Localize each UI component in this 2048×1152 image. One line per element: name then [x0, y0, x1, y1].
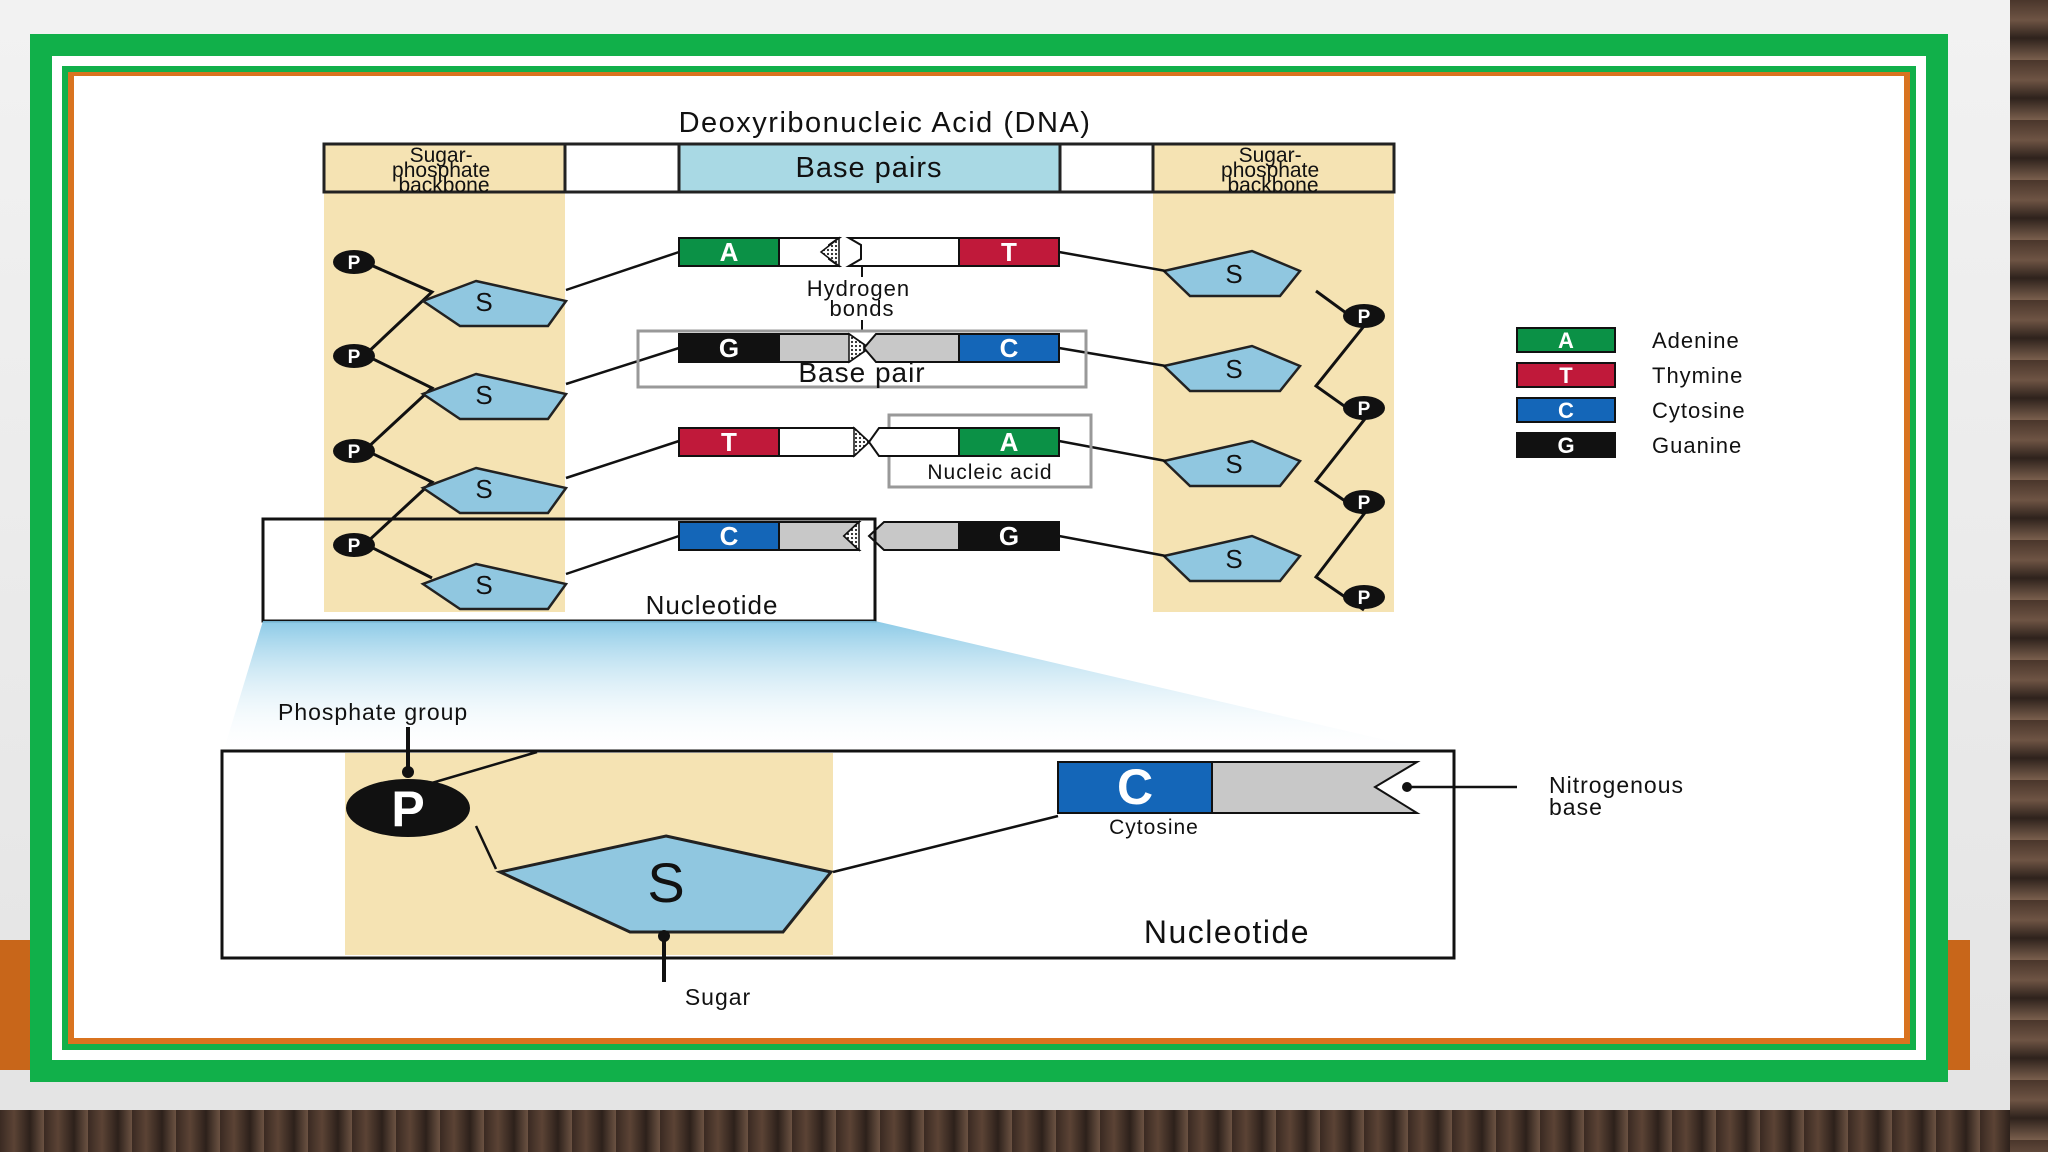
svg-text:S: S: [1225, 354, 1242, 384]
dna-diagram: Deoxyribonucleic Acid (DNA) Sugar- phosp…: [220, 107, 1746, 1010]
detail-base: C Cytosine: [1057, 759, 1421, 839]
right-sugar-1: S: [1161, 249, 1303, 298]
base-pair-label: Base pair: [798, 357, 925, 388]
svg-text:S: S: [475, 570, 492, 600]
sugar-label: Sugar: [685, 984, 751, 1010]
left-phosphate-3: P: [333, 439, 375, 463]
svg-text:C: C: [720, 521, 739, 551]
base-pair-1: A T: [565, 236, 1167, 292]
base-a-3: [958, 427, 1060, 457]
svg-text:A: A: [1558, 328, 1574, 353]
hydrogen-bonds-callout: Hydrogen bonds: [807, 266, 918, 332]
base-pair-box: [636, 329, 1088, 389]
right-phosphate-2: P: [1343, 396, 1385, 420]
right-phosphate-4: P: [1343, 585, 1385, 609]
right-sugar-3: S: [1161, 439, 1303, 488]
dna-figure-panel: Deoxyribonucleic Acid (DNA) Sugar- phosp…: [74, 76, 1904, 1038]
legend-item-cytosine: C Cytosine: [1516, 397, 1746, 423]
svg-text:C: C: [1558, 398, 1574, 423]
base-t-1: [958, 237, 1060, 267]
svg-text:Hydrogen bonds: Hydrogen bonds: [807, 276, 918, 321]
nucleic-acid-label: Nucleic acid: [927, 461, 1052, 484]
figure-title: Deoxyribonucleic Acid (DNA): [679, 107, 1092, 139]
svg-text:P: P: [1358, 307, 1371, 328]
svg-text:S: S: [647, 851, 684, 914]
left-phosphate-2: P: [333, 344, 375, 368]
svg-text:S: S: [1225, 259, 1242, 289]
left-strand: [362, 260, 435, 580]
left-sugar-3: S: [420, 466, 569, 515]
legend-item-thymine: T Thymine: [1516, 362, 1743, 388]
svg-text:Adenine: Adenine: [1652, 328, 1740, 353]
svg-text:P: P: [348, 253, 361, 274]
detail-sugar: S: [495, 834, 834, 934]
base-t-3: [678, 427, 780, 457]
left-sugar-4: S: [420, 562, 569, 611]
svg-text:P: P: [348, 442, 361, 463]
svg-text:G: G: [719, 333, 739, 363]
base-g-4: [958, 521, 1060, 551]
svg-text:P: P: [391, 781, 424, 837]
svg-text:T: T: [1559, 363, 1573, 388]
left-phosphate-4: P: [333, 533, 375, 557]
detail-phosphate: P: [346, 779, 470, 837]
detail-nucleotide-label: Nucleotide: [1144, 914, 1310, 950]
right-strand: [1313, 289, 1367, 612]
left-backbone-header: Sugar- phosphate backbone: [392, 144, 496, 197]
left-phosphate-1: P: [333, 250, 375, 274]
right-sugar-4: S: [1161, 534, 1303, 583]
right-sugar-2: S: [1161, 344, 1303, 393]
brick-texture-bottom: [0, 1110, 2048, 1152]
nucleotide-detail: Phosphate group P S Sugar C Cytosine Nit…: [220, 699, 1691, 1010]
svg-text:G: G: [1557, 433, 1574, 458]
svg-text:S: S: [1225, 449, 1242, 479]
svg-text:Thymine: Thymine: [1652, 363, 1743, 388]
zoom-funnel: [222, 621, 1454, 756]
right-header-cell: [1151, 142, 1396, 194]
svg-text:S: S: [475, 474, 492, 504]
base-pairs-header-cell: [677, 142, 1062, 194]
phosphate-group-label: Phosphate group: [278, 699, 468, 725]
svg-text:Cytosine: Cytosine: [1652, 398, 1746, 423]
svg-text:P: P: [1358, 588, 1371, 609]
right-phosphate-3: P: [1343, 490, 1385, 514]
nitrogenous-base-label: Nitrogenous base: [1549, 772, 1691, 820]
brick-texture-right: [2010, 0, 2048, 1152]
svg-text:T: T: [1001, 237, 1017, 267]
left-sugar-2: S: [420, 372, 569, 421]
left-backbone-column: [324, 144, 565, 612]
svg-text:P: P: [1358, 399, 1371, 420]
nucleotide-box-label: Nucleotide: [646, 590, 779, 620]
left-sugar-1: S: [420, 279, 569, 328]
svg-text:Guanine: Guanine: [1652, 433, 1742, 458]
svg-text:C: C: [1000, 333, 1019, 363]
svg-text:S: S: [475, 287, 492, 317]
svg-text:P: P: [348, 536, 361, 557]
svg-text:P: P: [1358, 493, 1371, 514]
svg-text:G: G: [999, 521, 1019, 551]
cytosine-label: Cytosine: [1109, 816, 1199, 839]
svg-text:S: S: [1225, 544, 1242, 574]
base-pair-3: T A Nucleic acid: [565, 413, 1167, 489]
left-header-cell: [322, 142, 567, 194]
base-pair-4: C G Nucleotide: [261, 517, 1167, 623]
base-pairs-header: Base pairs: [795, 152, 942, 184]
right-phosphate-1: P: [1343, 304, 1385, 328]
legend: A Adenine T Thymine C Cytosine G Guanine: [1516, 327, 1746, 458]
legend-item-guanine: G Guanine: [1516, 432, 1742, 458]
svg-text:C: C: [1117, 759, 1153, 815]
base-pair-2: G C Base pair: [565, 329, 1167, 389]
legend-item-adenine: A Adenine: [1516, 327, 1740, 353]
svg-text:A: A: [720, 237, 739, 267]
svg-text:A: A: [1000, 427, 1019, 457]
svg-text:T: T: [721, 427, 737, 457]
svg-text:P: P: [348, 347, 361, 368]
right-backbone-header: Sugar- phosphate backbone: [1221, 144, 1325, 197]
base-c-2: [958, 333, 1060, 363]
svg-text:S: S: [475, 380, 492, 410]
